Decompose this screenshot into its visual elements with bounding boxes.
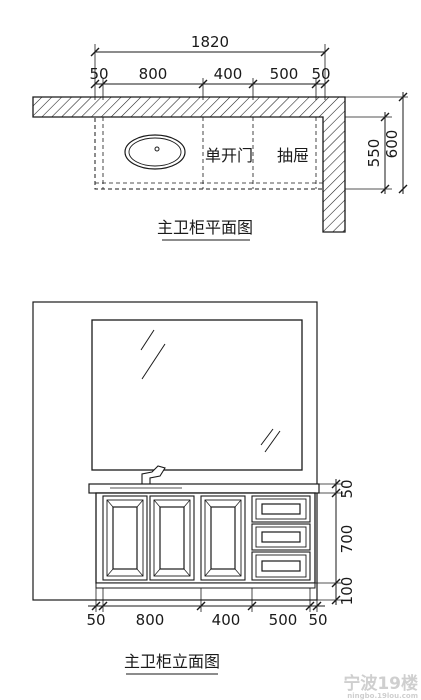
- door-panel-2: [149, 495, 195, 581]
- elevation-seg-3: 400: [212, 611, 241, 629]
- plan-drawer-label: 抽屉: [277, 146, 309, 165]
- door-panel-1: [102, 495, 148, 581]
- drawer-2: [251, 523, 311, 551]
- elevation-height-body: 700: [338, 525, 356, 554]
- cabinet-plinth: [95, 582, 316, 589]
- watermark-logo: 宁波19楼 ningbo.19lou.com: [343, 673, 418, 700]
- plan-seg-1: 50: [89, 65, 108, 83]
- elevation-seg-4: 500: [269, 611, 298, 629]
- elevation-seg-5: 50: [308, 611, 327, 629]
- elevation-height-top: 50: [338, 479, 356, 498]
- elevation-height-base: 100: [338, 577, 356, 606]
- plan-seg-2: 800: [139, 65, 168, 83]
- countertop: [88, 483, 320, 494]
- plan-door-label: 单开门: [205, 146, 253, 165]
- plan-depth-total: 600: [383, 130, 401, 159]
- elevation-seg-2: 800: [136, 611, 165, 629]
- drawer-3: [251, 551, 311, 581]
- mirror: [91, 319, 303, 471]
- elevation-segment-dimensions: 50 800 400 500 50: [86, 588, 328, 629]
- elevation-seg-1: 50: [86, 611, 105, 629]
- plan-depth-dimensions: 550 600: [345, 92, 408, 194]
- door-panel-3: [200, 495, 246, 581]
- watermark-brand: 宁波19楼: [343, 673, 418, 694]
- watermark-url: ningbo.19lou.com: [347, 692, 418, 700]
- plan-title: 主卫柜平面图: [157, 218, 253, 237]
- elevation-title: 主卫柜立面图: [124, 652, 220, 671]
- elevation-wall: [32, 301, 318, 601]
- drawer-1: [251, 495, 311, 523]
- plan-seg-4: 500: [270, 65, 299, 83]
- basin-icon: [124, 134, 186, 170]
- plan-segment-dimensions: 50 800 400 500 50: [89, 65, 331, 100]
- plan-seg-5: 50: [311, 65, 330, 83]
- plan-overall-dimension: 1820: [90, 33, 330, 100]
- plan-view: 1820 50 800 400 500 50: [32, 33, 408, 241]
- cabinet-body: [95, 492, 316, 584]
- plan-cabinet: 单开门 抽屉: [94, 116, 324, 190]
- elevation-height-dimensions: 50 700 100: [315, 479, 356, 605]
- plan-depth-inner: 550: [365, 139, 383, 168]
- elevation-view: 50 700 100 50 800 400 500 50 主卫柜立面图: [32, 301, 356, 675]
- plan-seg-3: 400: [214, 65, 243, 83]
- plan-overall-width: 1820: [191, 33, 229, 51]
- faucet-icon: [141, 465, 166, 487]
